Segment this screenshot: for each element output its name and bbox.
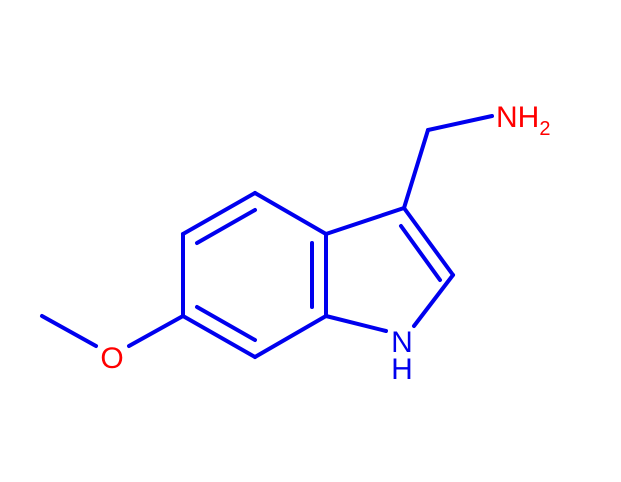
- bond-c3a-c3: [324, 206, 406, 236]
- methoxy-o-label: O: [100, 342, 123, 375]
- bond-c6-o: [127, 314, 185, 348]
- bond-ch2-n: [426, 114, 494, 132]
- indole-h-label: H: [391, 353, 413, 386]
- bond-c2-n1: [412, 273, 455, 328]
- bond-c3-ch2: [402, 128, 430, 210]
- bond-c3-c2: [402, 206, 455, 277]
- bond-n1-c7a: [324, 314, 388, 333]
- bonds: [40, 114, 494, 359]
- bond-c3a-c4: [253, 191, 328, 236]
- bond-o-ch3: [40, 314, 98, 348]
- bond-c4-c5-inner: [195, 208, 257, 245]
- amine-label: NH2: [496, 101, 550, 140]
- amine-label-main: NH: [496, 101, 539, 134]
- amine-label-subscript: 2: [539, 118, 550, 140]
- bond-c4-c5: [181, 191, 257, 236]
- bond-c6-c7-inner: [195, 305, 257, 342]
- bond-c7-c7a: [253, 314, 328, 359]
- bond-c3-c2-inner: [399, 224, 442, 282]
- atom-labels: NH2 N H O: [100, 101, 550, 386]
- bond-c6-c7: [181, 314, 257, 359]
- indole-n-label: N: [391, 326, 413, 359]
